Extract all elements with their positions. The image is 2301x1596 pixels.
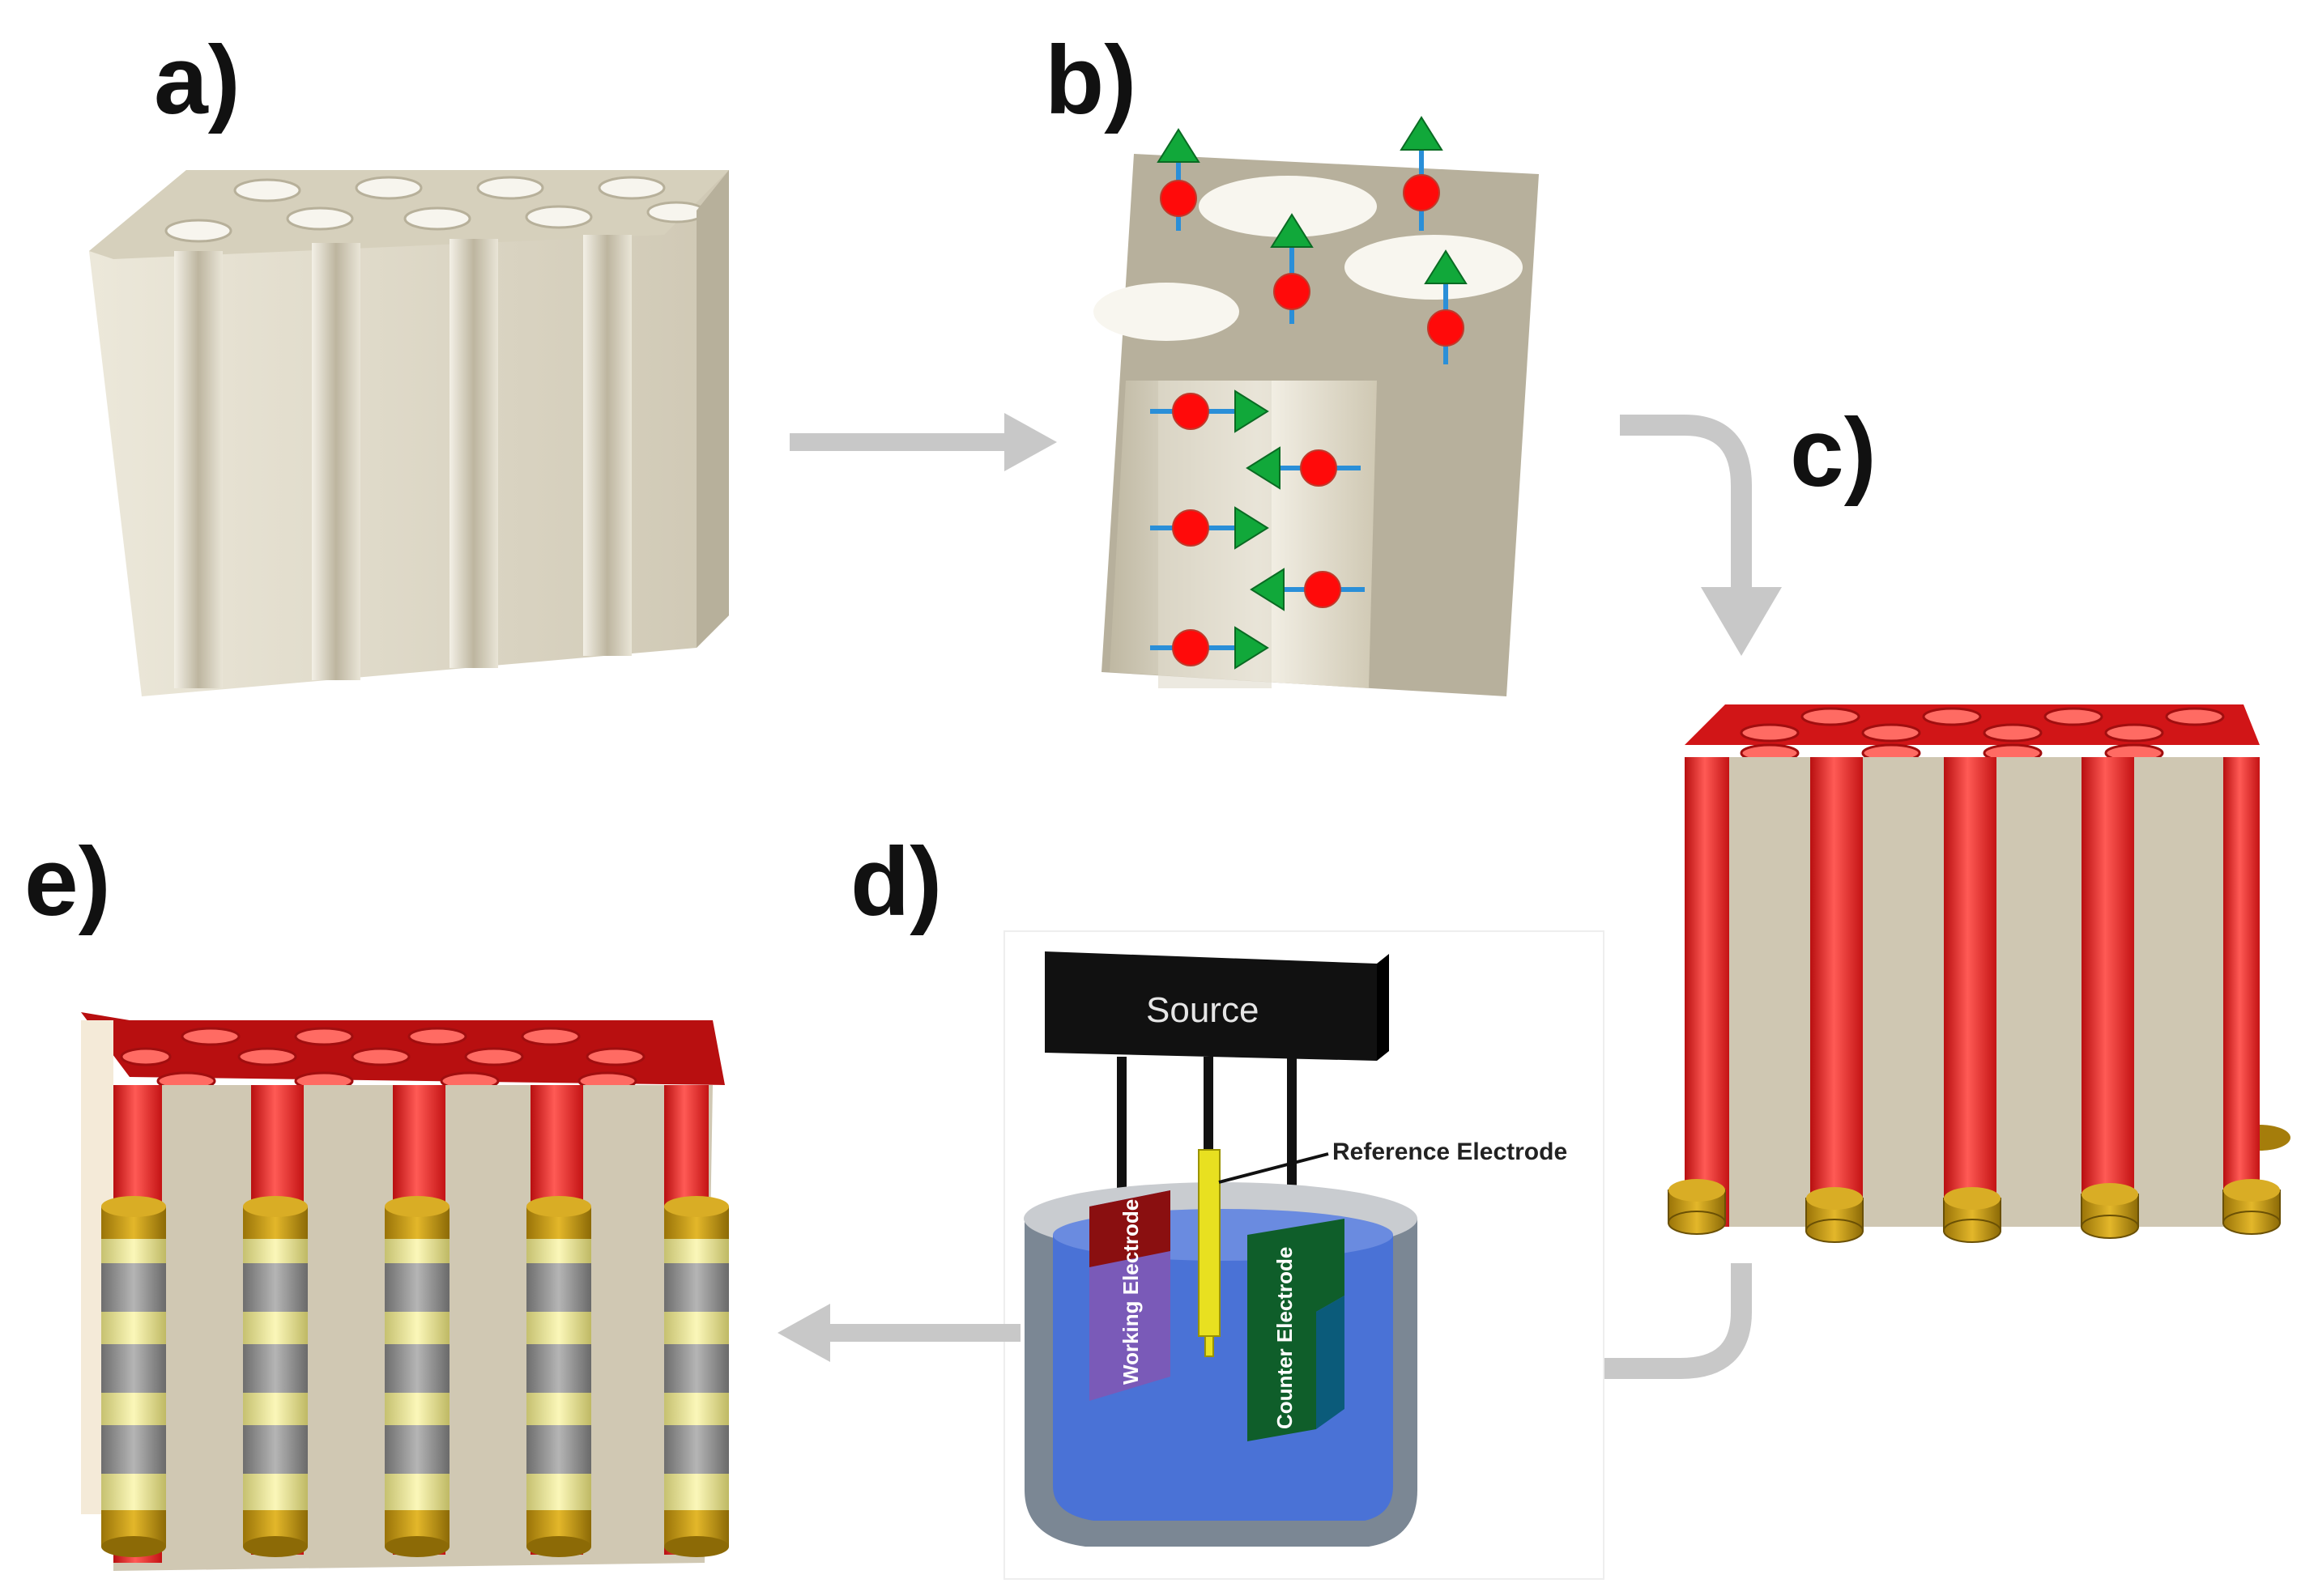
panel-label-c: c) [1790, 398, 1877, 507]
polymer-coated-template-c [1668, 704, 2290, 1243]
source-box [1045, 951, 1377, 1061]
molecule-3 [1270, 213, 1314, 324]
counter-electrode [1247, 1219, 1344, 1441]
process-arrow-b-to-c [1620, 415, 1782, 656]
surface-molecules [1150, 116, 1468, 670]
molecule-2 [1400, 116, 1443, 231]
reference-electrode [1198, 1149, 1221, 1337]
molecule-5 [1150, 389, 1269, 433]
source-label: Source [1146, 990, 1259, 1030]
pore-closeup-b [1093, 154, 1539, 696]
nanorod-5 [664, 1196, 729, 1557]
reference-electrode-label: Reference Electrode [1332, 1138, 1567, 1165]
molecule-7 [1150, 506, 1269, 550]
panel-label-e: e) [24, 828, 111, 936]
molecule-9 [1150, 626, 1269, 670]
panel-label-d: d) [850, 828, 942, 936]
molecule-6 [1246, 446, 1361, 490]
counter-electrode-label: Counter Electrode [1272, 1247, 1297, 1429]
molecule-4 [1424, 249, 1468, 364]
panel-label-a: a) [154, 26, 241, 134]
nanorod-1 [101, 1196, 166, 1557]
nanorod-2 [243, 1196, 308, 1557]
panel-label-b: b) [1045, 26, 1136, 134]
nanorod-3 [385, 1196, 450, 1557]
process-arrow-d-to-e [778, 1304, 1021, 1362]
porous-template-a [89, 170, 729, 696]
nanorod-4 [526, 1196, 591, 1557]
molecule-1 [1157, 128, 1200, 231]
process-arrow-a-to-b [790, 413, 1057, 471]
working-electrode-label: Working Electrode [1119, 1199, 1143, 1385]
molecule-8 [1250, 568, 1365, 611]
electrochemical-cell-d: Source Working Electrode Reference Elect… [1003, 930, 1604, 1580]
